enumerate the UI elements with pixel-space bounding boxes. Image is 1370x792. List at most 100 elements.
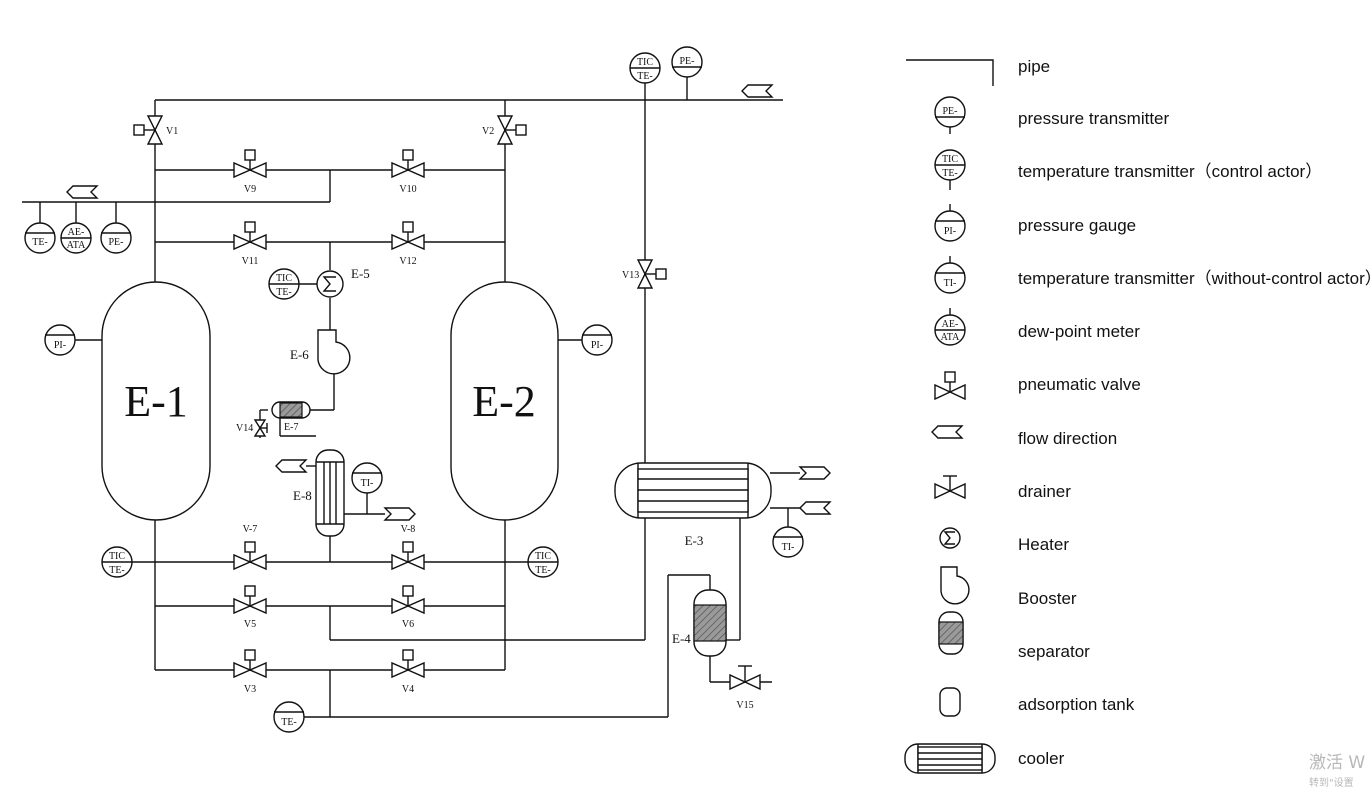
pneumatic-valve-v1: V1 bbox=[133, 115, 178, 145]
ti-e3-label: TI- bbox=[782, 542, 795, 553]
tic-bl-label: TIC bbox=[109, 551, 125, 562]
legend-drainer: drainer bbox=[934, 475, 1071, 501]
pi-right-label: PI- bbox=[591, 340, 603, 351]
te-top-label: TE- bbox=[637, 71, 653, 82]
e7-label: E-7 bbox=[284, 422, 298, 433]
legend-pipe-label: pipe bbox=[1018, 57, 1050, 76]
e4-label: E-4 bbox=[672, 631, 691, 646]
ae-left-label: AE- bbox=[68, 227, 85, 238]
activation-watermark: 激活 W 转到"设置 bbox=[1309, 753, 1365, 789]
tic-e5-label: TIC bbox=[276, 273, 292, 284]
e8-label: E-8 bbox=[293, 488, 312, 503]
legend-pi-symbol: PI- bbox=[944, 226, 956, 237]
drainer-v14: V14 bbox=[236, 419, 268, 437]
flow-arrow-e8-out bbox=[275, 459, 308, 473]
flow-direction-arrows bbox=[66, 84, 832, 521]
v8-label: V-8 bbox=[401, 524, 416, 535]
pneumatic-valve-v13: V13 bbox=[622, 259, 667, 289]
flow-arrow-e3-a bbox=[798, 466, 831, 480]
legend-booster: Booster bbox=[940, 566, 1077, 608]
legend-dew-point-meter: AE- ATA dew-point meter bbox=[934, 308, 1140, 346]
legend-adsorption-tank: adsorption tank bbox=[939, 687, 1135, 717]
temperature-transmitter-e3: TI- bbox=[772, 526, 804, 558]
separator-e7: E-7 bbox=[271, 401, 311, 433]
pe-top-label: PE- bbox=[680, 56, 695, 67]
pressure-gauge-e2: PI- bbox=[581, 324, 613, 356]
flow-arrow-e3-b bbox=[799, 501, 832, 515]
pressure-gauge-e1: PI- bbox=[44, 324, 76, 356]
legend-cooler: cooler bbox=[904, 743, 1065, 774]
e3-label: E-3 bbox=[685, 533, 704, 548]
legend-pressure-gauge-label: pressure gauge bbox=[1018, 216, 1136, 235]
legend-heater-label: Heater bbox=[1018, 535, 1069, 554]
e5-label: E-5 bbox=[351, 266, 370, 281]
legend-ata-symbol: ATA bbox=[941, 332, 960, 343]
pneumatic-valve-v9: V9 bbox=[233, 149, 267, 195]
pi-left-label: PI- bbox=[54, 340, 66, 351]
v10-label: V10 bbox=[399, 184, 416, 195]
pneumatic-valve-v11: V11 bbox=[233, 221, 267, 267]
legend-ae-symbol: AE- bbox=[942, 319, 959, 330]
drainer-v15: V15 bbox=[729, 665, 761, 711]
tic-br-label: TIC bbox=[535, 551, 551, 562]
e1-label: E-1 bbox=[124, 377, 188, 426]
legend-separator: separator bbox=[938, 611, 1090, 661]
legend-ti-symbol: TI- bbox=[944, 278, 957, 289]
legend-temperature-transmitter-control: TIC TE- temperature transmitter（control … bbox=[934, 149, 1322, 190]
v7-label: V-7 bbox=[243, 524, 258, 535]
legend-separator-label: separator bbox=[1018, 642, 1090, 661]
heater-e5: E-5 bbox=[316, 266, 370, 298]
legend-pipe: pipe bbox=[906, 57, 1050, 86]
legend-pneumatic-valve-label: pneumatic valve bbox=[1018, 375, 1141, 394]
v11-label: V11 bbox=[242, 256, 259, 267]
pneumatic-valve-v3: V3 bbox=[233, 649, 267, 695]
temperature-transmitter-control-e5: TIC TE- bbox=[268, 268, 300, 300]
legend-pressure-gauge: PI- pressure gauge bbox=[934, 204, 1136, 242]
v1-label: V1 bbox=[166, 126, 178, 137]
te-bottom-label: TE- bbox=[281, 717, 297, 728]
legend-temperature-transmitter-nocontrol: TI- temperature transmitter（without-cont… bbox=[934, 256, 1370, 294]
te-bl-label: TE- bbox=[109, 565, 125, 576]
temperature-transmitter-control-bottom-right: TIC TE- bbox=[527, 546, 559, 578]
v3-label: V3 bbox=[244, 684, 256, 695]
e2-label: E-2 bbox=[472, 377, 536, 426]
legend-flow-direction-label: flow direction bbox=[1018, 429, 1117, 448]
v15-label: V15 bbox=[736, 700, 753, 711]
temperature-transmitter-control-bottom-left: TIC TE- bbox=[101, 546, 133, 578]
legend-pressure-transmitter: PE- pressure transmitter bbox=[934, 96, 1169, 134]
legend-tic-symbol: TIC bbox=[942, 154, 958, 165]
adsorption-tank-e2: E-2 bbox=[450, 281, 559, 521]
temperature-transmitter-e8: TI- bbox=[351, 462, 383, 494]
v9-label: V9 bbox=[244, 184, 256, 195]
pneumatic-valve-v5: V5 bbox=[233, 585, 267, 630]
te-e5-label: TE- bbox=[276, 287, 292, 298]
pneumatic-valve-v12: V12 bbox=[391, 221, 425, 267]
pneumatic-valve-v4: V4 bbox=[391, 649, 425, 695]
v4-label: V4 bbox=[402, 684, 414, 695]
watermark-line2: 转到"设置 bbox=[1309, 776, 1354, 789]
pressure-transmitter-left: PE- bbox=[100, 202, 132, 254]
v2-label: V2 bbox=[482, 126, 494, 137]
pneumatic-valve-v6: V6 bbox=[391, 585, 425, 630]
booster-e6: E-6 bbox=[290, 329, 351, 375]
tic-top-label: TIC bbox=[637, 57, 653, 68]
pressure-transmitter-top: PE- bbox=[671, 46, 703, 100]
legend-flow-direction: flow direction bbox=[931, 425, 1117, 448]
v13-label: V13 bbox=[622, 270, 639, 281]
legend-heater: Heater bbox=[939, 527, 1069, 554]
te-left-label: TE- bbox=[32, 237, 48, 248]
pe-left-label: PE- bbox=[109, 237, 124, 248]
temperature-transmitter-control-top: TIC TE- bbox=[629, 52, 661, 100]
legend-pe-symbol: PE- bbox=[943, 106, 958, 117]
pneumatic-valve-v7: V-7 bbox=[233, 524, 267, 571]
flow-arrow-inlet-left bbox=[66, 185, 99, 199]
legend-adsorption-tank-label: adsorption tank bbox=[1018, 695, 1135, 714]
legend-pneumatic-valve: pneumatic valve bbox=[934, 371, 1141, 401]
dew-point-meter-left: AE- ATA bbox=[60, 202, 92, 254]
v6-label: V6 bbox=[402, 619, 414, 630]
te-br-label: TE- bbox=[535, 565, 551, 576]
v12-label: V12 bbox=[399, 256, 416, 267]
legend-dew-point-meter-label: dew-point meter bbox=[1018, 322, 1140, 341]
flow-arrow-outlet-top bbox=[741, 84, 774, 98]
